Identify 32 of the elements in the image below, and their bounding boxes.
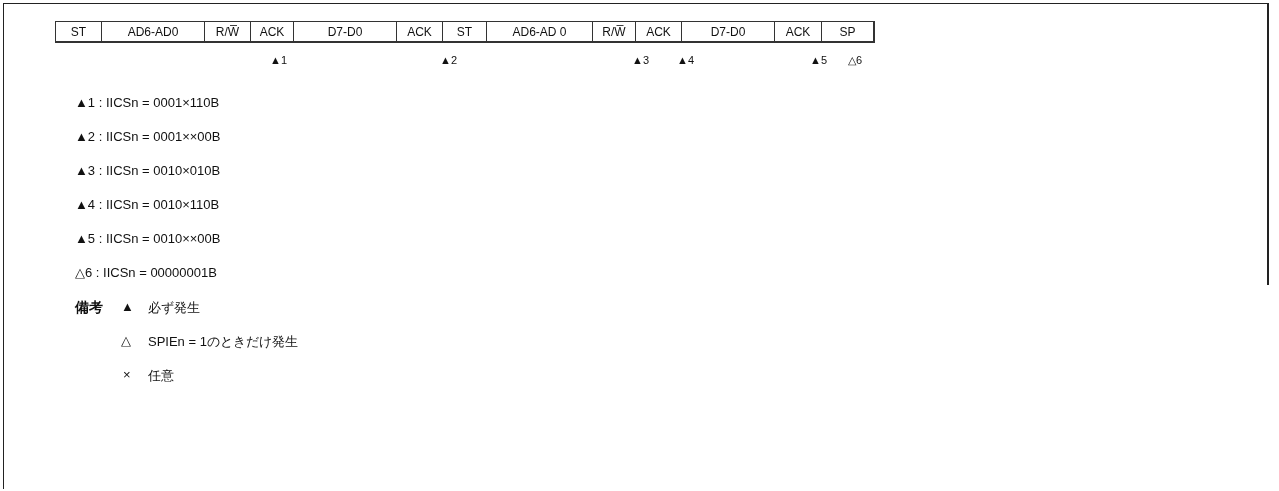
frame-field-cell: ST <box>443 21 487 43</box>
frame-field-cell: ACK <box>397 21 443 43</box>
event-marker: ▲3 <box>632 54 649 66</box>
frame-field-cell: ACK <box>251 21 294 43</box>
note-text: ▲4 : IICSn = 0010×110B <box>75 197 220 212</box>
frame-field-cell: R/W̅ <box>593 21 636 43</box>
note-text: 必ず発生 <box>148 299 200 317</box>
frame-field-cell: ST <box>55 21 102 43</box>
event-marker: △6 <box>848 54 863 67</box>
frame-field-cell: R/W̅ <box>205 21 251 43</box>
note-text: × <box>123 367 131 382</box>
event-marker: ▲5 <box>810 54 827 66</box>
note-text: ▲5 : IICSn = 0010××00B <box>75 231 221 246</box>
frame-field-cell: ACK <box>775 21 822 43</box>
frame-field-cell: D7-D0 <box>294 21 397 43</box>
note-text: ▲1 : IICSn = 0001×110B <box>75 95 220 110</box>
event-marker: ▲4 <box>677 54 694 66</box>
event-marker: ▲1 <box>270 54 287 66</box>
event-marker: ▲2 <box>440 54 457 66</box>
note-text: ▲ <box>121 299 134 314</box>
note-text: ▲2 : IICSn = 0001××00B <box>75 129 221 144</box>
note-text: △ <box>121 333 131 348</box>
frame-field-cell: D7-D0 <box>682 21 775 43</box>
note-text: △6 : IICSn = 00000001B <box>75 265 217 280</box>
note-text: SPIEn = 1のときだけ発生 <box>148 333 298 351</box>
note-text: 任意 <box>148 367 174 385</box>
frame-field-cell: ACK <box>636 21 682 43</box>
frame-field-cell: AD6-AD0 <box>102 21 205 43</box>
frame-field-cell: SP <box>822 21 875 43</box>
remarks-heading: 備考 <box>75 299 103 317</box>
frame-field-cell: AD6-AD 0 <box>487 21 593 43</box>
note-text: ▲3 : IICSn = 0010×010B <box>75 163 221 178</box>
